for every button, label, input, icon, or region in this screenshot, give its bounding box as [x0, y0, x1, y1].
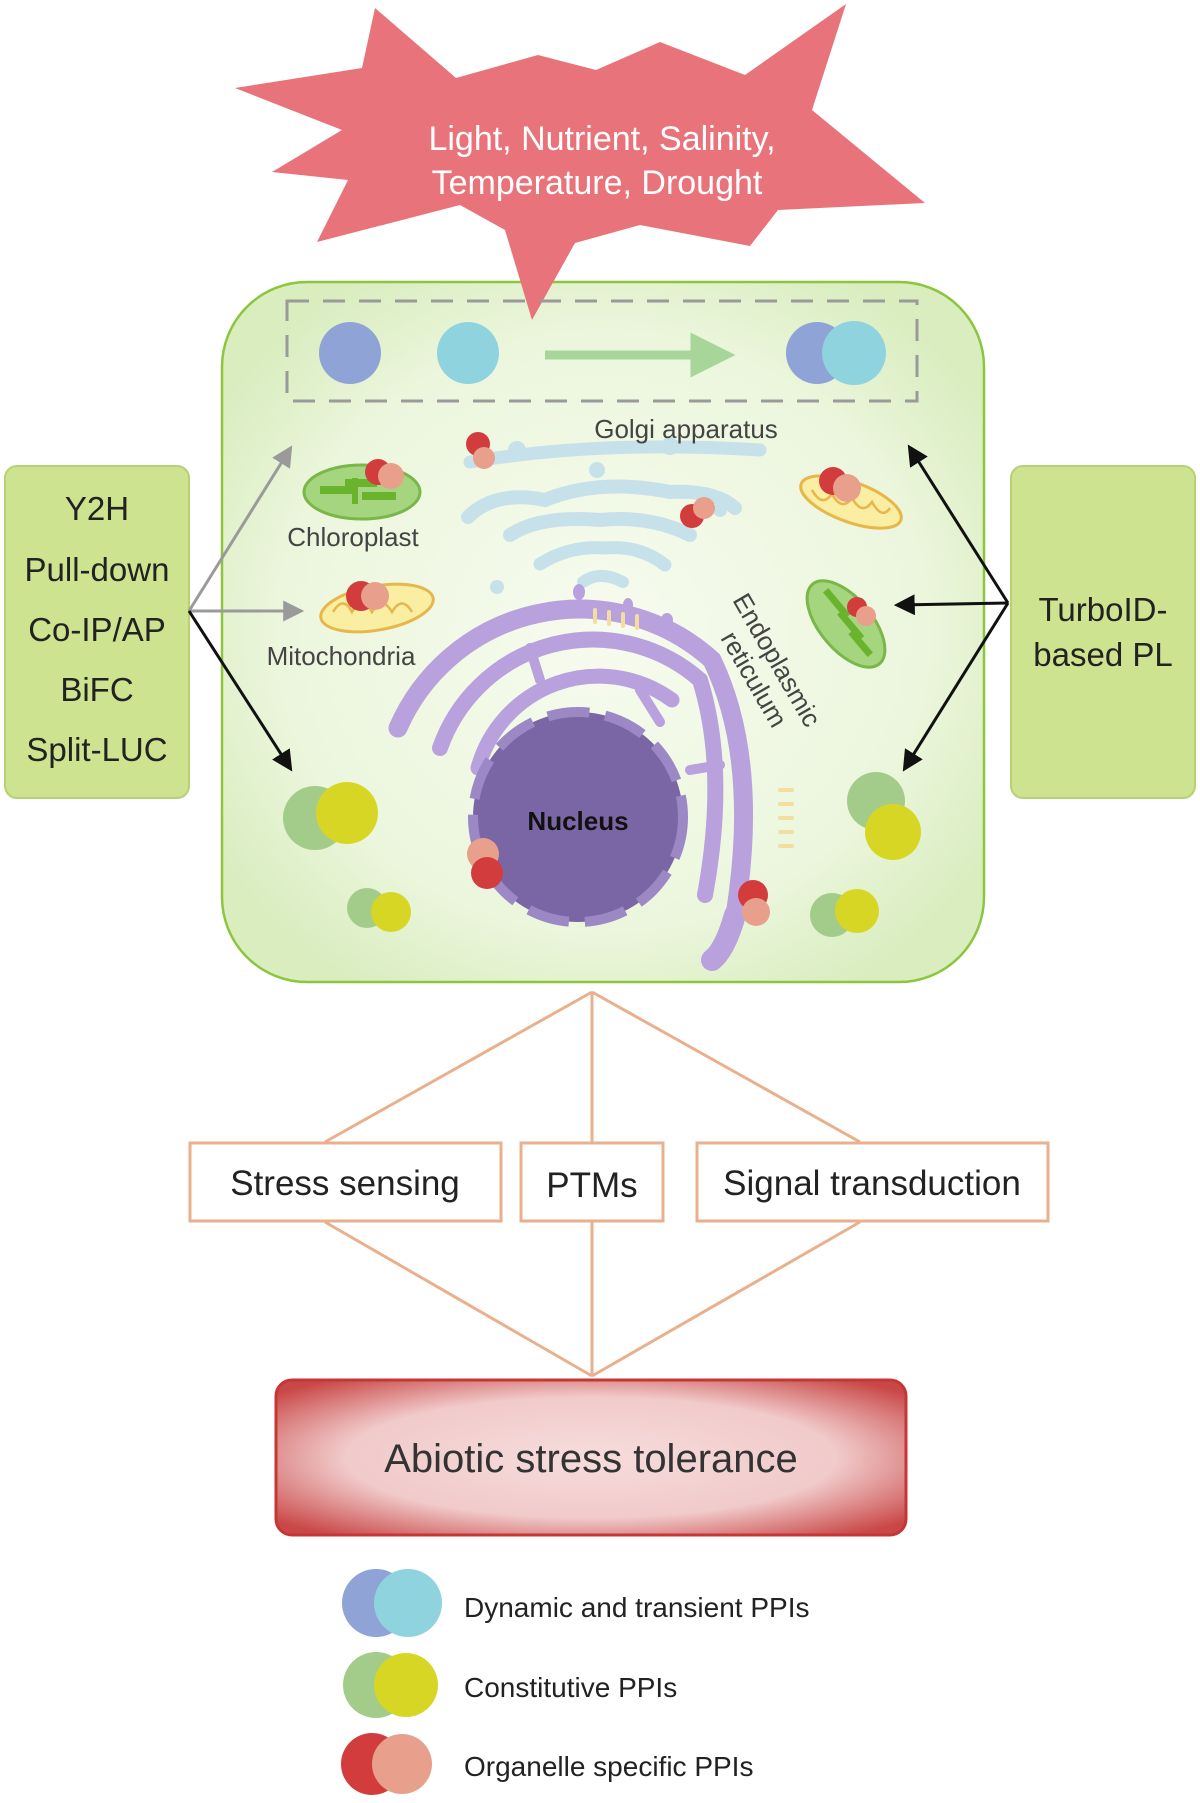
process-box-ptms	[519, 1141, 665, 1223]
method-pull-down: Pull-down	[25, 551, 170, 588]
process-box-stress-sensing	[188, 1141, 503, 1223]
ribosomes	[593, 608, 794, 848]
method-turboid-line-2: based PL	[1033, 636, 1172, 673]
constitutive-ppi-yellow	[835, 889, 879, 933]
legend: Dynamic and transient PPIs Constitutive …	[341, 1569, 810, 1795]
protein-blue	[319, 322, 381, 384]
method-turboid-line-1: TurboID-	[1039, 591, 1168, 628]
nucleus	[468, 707, 688, 927]
legend-swatch-constitutive-2	[374, 1653, 438, 1717]
protein-cyan	[437, 322, 499, 384]
method-bifc: BiFC	[60, 671, 133, 708]
organelle-ppi-peach	[693, 497, 715, 519]
legend-swatch-dynamic-2	[374, 1569, 442, 1637]
dynamic-interaction-box	[285, 299, 919, 403]
legend-label-organelle: Organelle specific PPIs	[464, 1751, 753, 1782]
process-ptms: PTMs	[546, 1166, 637, 1205]
outcome-label: Abiotic stress tolerance	[384, 1437, 798, 1481]
method-co-ip: Co-IP/AP	[28, 611, 166, 648]
legend-label-dynamic: Dynamic and transient PPIs	[464, 1592, 810, 1623]
mitochondria-label: Mitochondria	[267, 641, 416, 671]
organelle-ppi-peach	[856, 606, 876, 626]
organelle-ppi-peach	[361, 582, 389, 610]
connectors-lower	[324, 1220, 861, 1378]
stimulus-line-2: Temperature, Drought	[432, 164, 763, 202]
golgi-apparatus	[461, 440, 767, 588]
nucleus-label: Nucleus	[527, 806, 628, 836]
stimulus-line-1: Light, Nutrient, Salinity,	[428, 120, 775, 158]
stimulus-starburst	[235, 4, 925, 320]
endoplasmic-reticulum	[388, 599, 754, 971]
process-signal-transduction: Signal transduction	[723, 1164, 1021, 1203]
arrow-to-golgi	[907, 444, 1010, 604]
organelle-ppi-peach	[833, 474, 861, 502]
organelle-ppi-peach	[473, 447, 495, 469]
process-stress-sensing: Stress sensing	[230, 1164, 460, 1203]
outcome-box	[274, 1378, 908, 1537]
chloroplast-label: Chloroplast	[287, 522, 419, 552]
arrow-to-chloroplast	[187, 445, 293, 612]
arrow-to-constitutive-right	[902, 602, 1010, 772]
method-split-luc: Split-LUC	[26, 731, 167, 768]
legend-label-constitutive: Constitutive PPIs	[464, 1672, 677, 1703]
organelle-ppi-peach	[742, 898, 770, 926]
constitutive-ppi-yellow	[865, 804, 921, 860]
golgi-vesicles	[490, 437, 727, 594]
organelle-ppi-peach	[378, 463, 404, 489]
method-y2h: Y2H	[65, 490, 129, 527]
arrow-to-chloroplast-right	[893, 594, 1009, 616]
complex-cyan	[822, 321, 886, 385]
left-methods-box	[4, 465, 190, 799]
connectors-upper	[324, 990, 861, 1144]
process-box-signal-transduction	[695, 1141, 1050, 1223]
organelle-ppi-red	[471, 857, 503, 889]
golgi-label: Golgi apparatus	[594, 414, 778, 444]
arrow-to-constitutive	[187, 610, 293, 772]
constitutive-ppi-yellow	[371, 892, 411, 932]
right-method-box	[1010, 465, 1196, 799]
legend-swatch-organelle-2	[372, 1734, 432, 1794]
constitutive-ppi-yellow	[316, 782, 378, 844]
